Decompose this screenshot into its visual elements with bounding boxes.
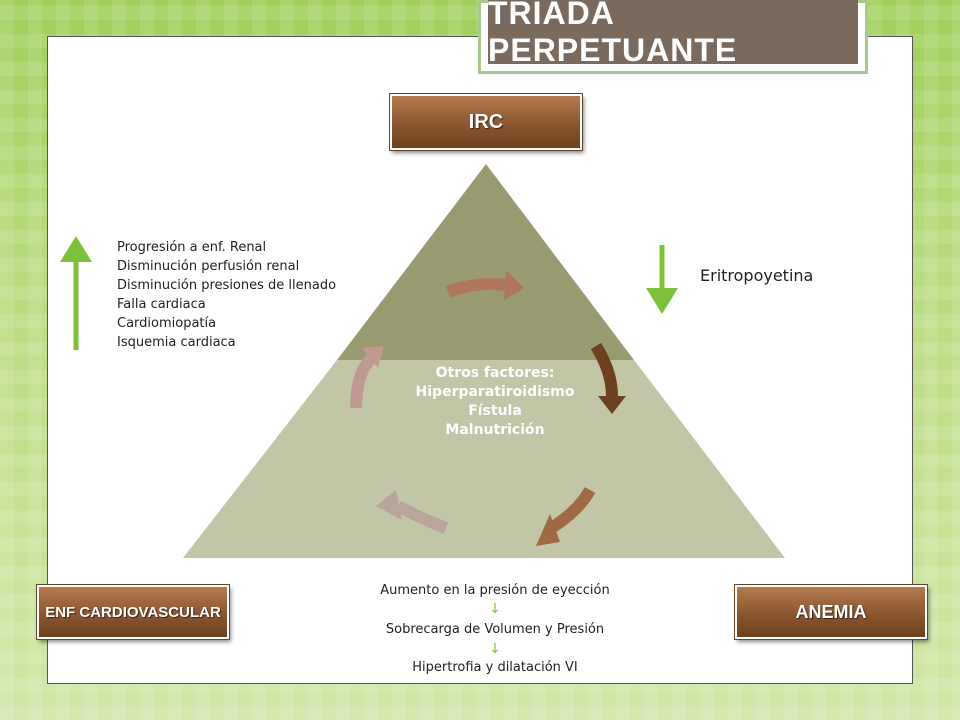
node-anemia: ANEMIA (735, 585, 927, 639)
cycle-arrow-bottom-right-head (536, 514, 560, 546)
node-irc: IRC (390, 94, 582, 150)
node-enf-cardiovascular: ENF CARDIOVASCULAR (37, 585, 229, 639)
slide-title: TRIADA PERPETUANTE (488, 0, 858, 68)
center-item: Fístula (468, 403, 522, 419)
left-factor-item: Cardiomiopatía (117, 316, 217, 331)
cycle-arrow-left (350, 353, 377, 409)
center-item: Malnutrición (445, 422, 545, 438)
left-factor-item: Falla cardiaca (117, 297, 206, 312)
eritropoyetina-label: Eritropoyetina (700, 266, 814, 285)
center-item: Hiperparatiroidismo (415, 384, 575, 400)
cycle-arrow-right-head (598, 396, 626, 414)
pyramid-base (183, 360, 785, 558)
small-down-arrow-icon: ↓ (489, 601, 501, 617)
up-arrow-head (60, 236, 92, 262)
pyramid-top (337, 164, 634, 360)
left-factor-item: Progresión a enf. Renal (117, 240, 267, 255)
left-factor-list: Progresión a enf. Renal Disminución perf… (117, 238, 336, 352)
bottom-step-1: Aumento en la presión de eyección (380, 583, 610, 598)
left-factor-item: Disminución perfusión renal (117, 259, 300, 274)
bottom-step-3: Hipertrofia y dilatación VI (412, 660, 578, 675)
cycle-arrow-right (590, 342, 618, 397)
center-factors: Otros factores: Hiperparatiroidismo Físt… (390, 364, 600, 440)
small-down-arrow-icon: ↓ (489, 641, 501, 657)
left-factor-item: Disminución presiones de llenado (117, 278, 337, 293)
cycle-arrow-top-head (504, 270, 524, 300)
cycle-arrow-bottom-left-head (376, 490, 402, 520)
cycle-arrow-bottom-left (395, 500, 449, 534)
bottom-step-2: Sobrecarga de Volumen y Presión (385, 622, 605, 637)
center-heading: Otros factores: (435, 365, 555, 381)
left-factor-item: Isquemia cardiaca (117, 335, 236, 350)
cycle-arrow-left-head (362, 346, 384, 368)
down-arrow-head (646, 288, 678, 314)
